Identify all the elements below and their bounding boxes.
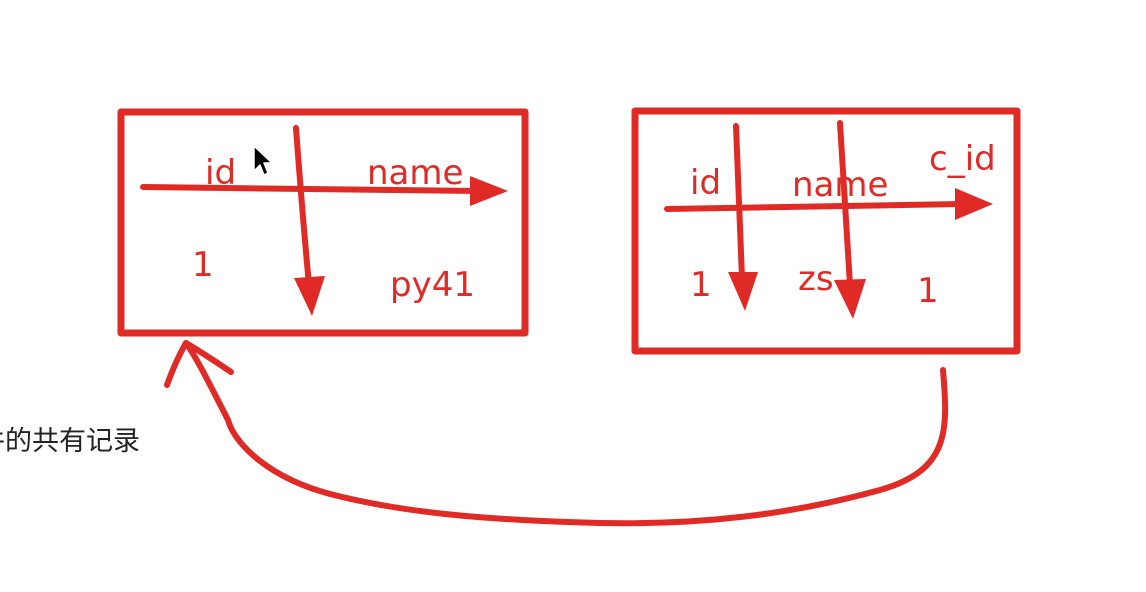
- left-header-id: id: [205, 153, 237, 193]
- left-table-box: [117, 108, 529, 337]
- right-cell-name: zs: [798, 259, 834, 299]
- right-header-c-id: c_id: [929, 139, 996, 179]
- link-arrowhead: [164, 340, 234, 388]
- right-cell-c-id: 1: [917, 271, 939, 311]
- left-header-name: name: [367, 153, 464, 193]
- left-column-arrowhead: [294, 276, 325, 316]
- right-row-arrow: [664, 201, 965, 212]
- right-row-arrowhead: [955, 188, 993, 220]
- left-cell-name: py41: [390, 265, 475, 305]
- right-cell-id: 1: [690, 265, 712, 305]
- right-table-box: [631, 107, 1021, 355]
- caption-text: 件的共有记录: [0, 426, 140, 457]
- right-header-name: name: [792, 165, 889, 205]
- right-id-column-arrow: [733, 123, 745, 281]
- left-column-arrow: [293, 125, 312, 288]
- left-cell-id: 1: [192, 245, 214, 285]
- mouse-pointer-icon: [253, 145, 273, 176]
- foreign-key-link-arrow: [183, 340, 949, 527]
- right-name-column-arrowhead: [834, 279, 866, 319]
- left-row-arrow: [140, 184, 483, 194]
- right-id-column-arrowhead: [728, 272, 758, 311]
- left-row-arrowhead: [470, 176, 508, 206]
- right-name-column-arrow: [837, 120, 853, 288]
- right-header-id: id: [690, 163, 722, 203]
